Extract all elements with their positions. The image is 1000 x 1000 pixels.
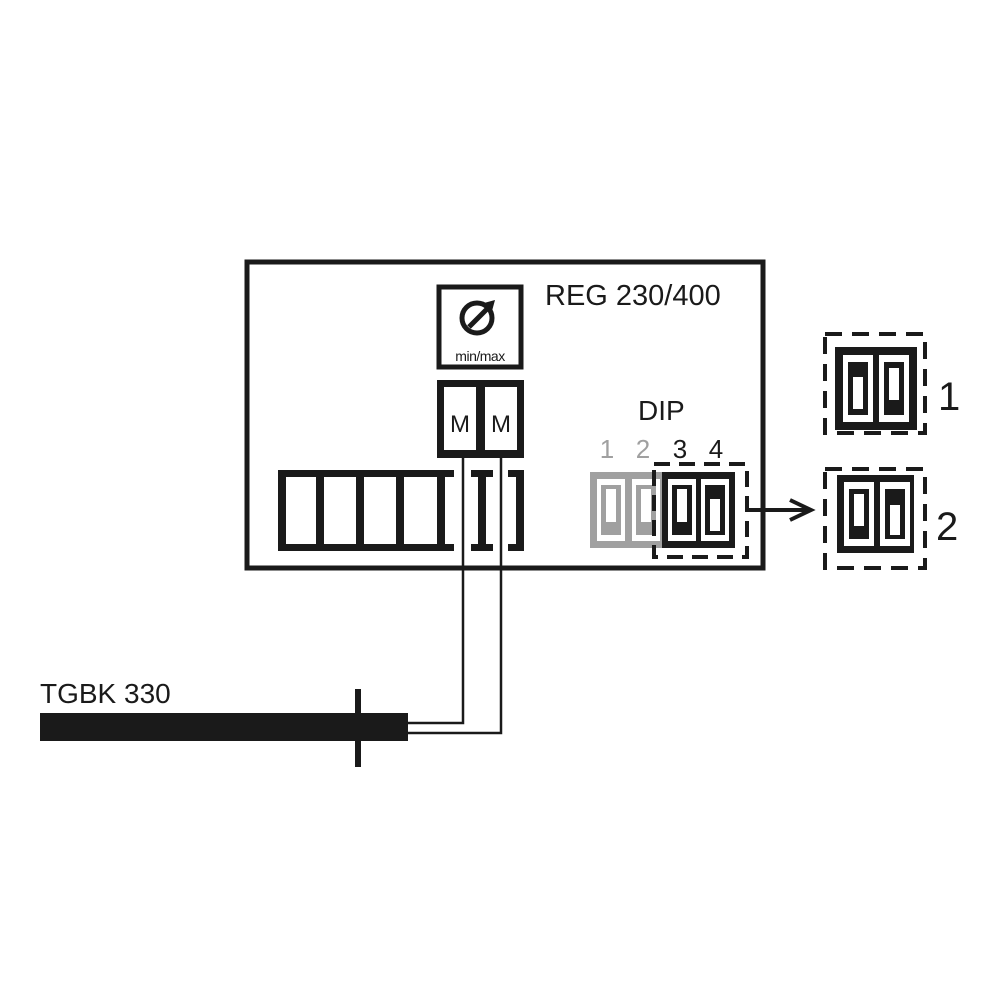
setting-1-label: 1 [938,375,960,419]
m-terminals: M M [437,380,524,458]
sensor-cable [40,689,408,767]
dip-setting-1: 1 [823,332,960,435]
dip-switch-inactive [590,472,662,548]
dip-setting-2: 2 [823,467,958,570]
potentiometer: min/max [436,284,524,370]
terminal-m-1: M [450,411,470,438]
setting-2-label: 2 [936,505,958,549]
potentiometer-label: min/max [455,348,505,364]
terminal-block [278,470,524,551]
device-title: REG 230/400 [545,280,721,312]
dip-number-2: 2 [636,434,650,464]
cable-label: TGBK 330 [40,678,171,709]
dip-number-4: 4 [709,434,723,464]
sensor-wires [408,458,503,735]
device-housing [244,259,766,571]
dip-label: DIP [638,395,685,426]
dip-switch-active [662,472,735,548]
dip-number-3: 3 [673,434,687,464]
dial-icon [459,300,495,336]
dip-number-1: 1 [600,434,614,464]
arrow-icon [747,498,816,522]
terminal-m-2: M [491,411,511,438]
